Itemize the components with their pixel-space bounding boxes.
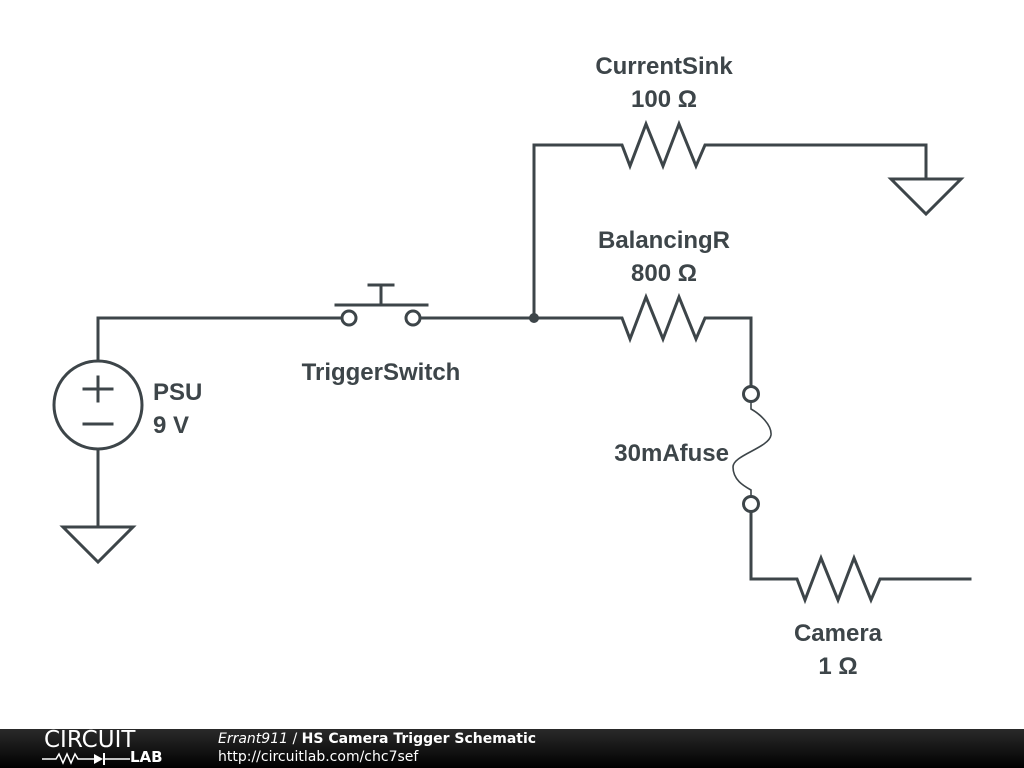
wire-junction-to-currentsink: [532, 143, 616, 320]
fuse-label: 30mAfuse: [614, 440, 729, 467]
wire-fuse-to-camera: [749, 510, 791, 581]
fuse-terminal-bottom: [742, 495, 760, 513]
trigger-switch-label: TriggerSwitch: [302, 359, 461, 386]
source-circle: [52, 359, 144, 451]
psu-voltage-source[interactable]: [52, 359, 144, 451]
switch-contact-right: [404, 309, 422, 327]
resistor-currentsink[interactable]: [612, 119, 715, 171]
balancingr-label: BalancingR: [598, 227, 730, 254]
wire-psu-to-switch: [96, 316, 344, 363]
title-separator: /: [288, 731, 302, 747]
trigger-switch[interactable]: [334, 283, 429, 327]
schematic-title: HS Camera Trigger Schematic: [301, 731, 537, 747]
psu-label: PSU: [153, 379, 202, 406]
ground-icon-currentsink: [887, 177, 965, 217]
switch-contact-left: [340, 309, 358, 327]
camera-value: 1 Ω: [818, 653, 857, 680]
fuse-terminal-top: [742, 385, 760, 403]
resistor-camera[interactable]: [787, 553, 889, 605]
wire-currentsink-to-ground: [711, 143, 928, 181]
fuse-30ma[interactable]: [732, 385, 772, 513]
wire-balancing-to-fuse: [711, 316, 753, 388]
camera-label: Camera: [794, 620, 883, 647]
psu-value: 9 V: [153, 412, 189, 439]
wires: [96, 143, 972, 581]
schematic-title-line: Errant911 / HS Camera Trigger Schematic: [218, 731, 536, 747]
currentsink-label: CurrentSink: [595, 53, 733, 80]
logo-text-circuit: CIRCUIT: [44, 727, 136, 753]
schematic-url[interactable]: http://circuitlab.com/chc7sef: [218, 749, 419, 765]
fuse-element: [732, 402, 772, 496]
balancingr-value: 800 Ω: [631, 260, 697, 287]
currentsink-value: 100 Ω: [631, 86, 697, 113]
logo-text-lab: LAB: [130, 748, 163, 766]
author-link[interactable]: Errant911: [218, 731, 289, 747]
resistor-diode-icon: [42, 752, 130, 765]
junction-dot: [529, 313, 539, 323]
schematic-canvas: PSU 9 V TriggerSwitch CurrentSink 100 Ω …: [52, 53, 972, 680]
resistor-balancingr[interactable]: [612, 292, 715, 344]
ground-icon-psu: [59, 525, 137, 565]
footer-bar: CIRCUIT LAB Errant911 / HS Camera Trigge…: [0, 727, 1024, 768]
circuitlab-logo[interactable]: CIRCUIT LAB: [42, 727, 174, 768]
